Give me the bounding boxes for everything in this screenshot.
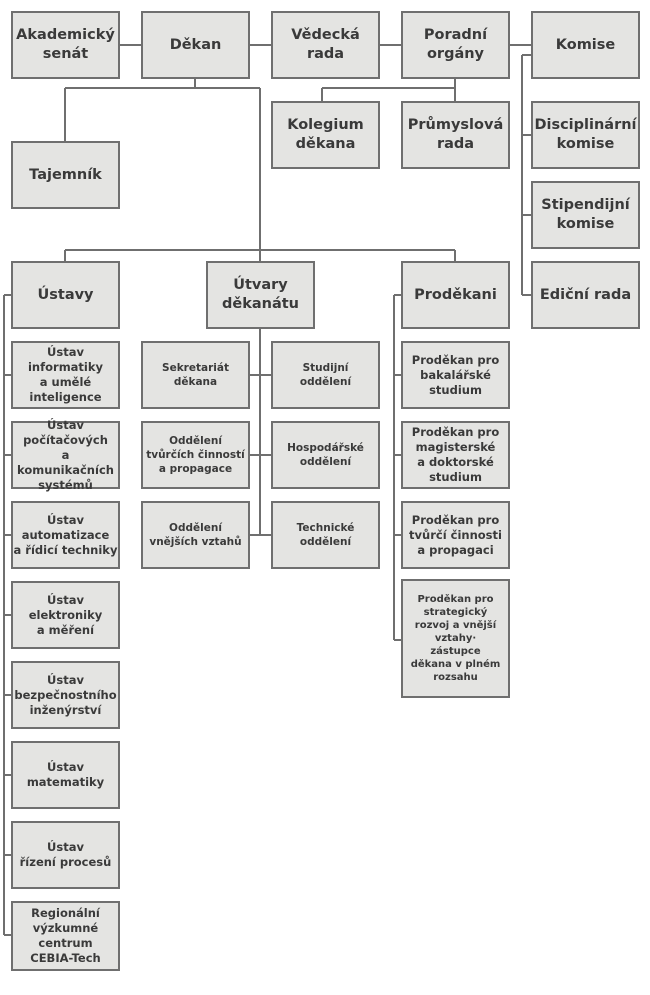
box-ustav: Ústav bezpečnostního inženýrství [11,661,120,729]
box-ustav: Regionální výzkumné centrum CEBIA-Tech [11,901,120,971]
box-utvar: Oddělení vnějších vztahů [141,501,250,569]
box-prodekan: Proděkan pro tvůrčí činnosti a propagaci [401,501,510,569]
box-prodekan: Proděkan pro magisterské a doktorské stu… [401,421,510,489]
box-ustav: Ústav elektroniky a měření [11,581,120,649]
box-utvar: Hospodářské oddělení [271,421,380,489]
box-utvar: Oddělení tvůrčích činností a propagace [141,421,250,489]
box-kolegium-dekana: Kolegium děkana [271,101,380,169]
box-ustav: Ústav počítačových a komunikačních systé… [11,418,120,492]
box-vedecka-rada: Vědecká rada [271,11,380,79]
box-akademicky-senat: Akademický senát [11,11,120,79]
box-prodekani: Proděkani [401,261,510,329]
box-poradni-organy: Poradní orgány [401,11,510,79]
box-edicni-rada: Ediční rada [531,261,640,329]
box-prodekan: Proděkan pro bakalářské studium [401,341,510,409]
box-utvar: Technické oddělení [271,501,380,569]
box-ustav: Ústav automatizace a řídicí techniky [11,501,120,569]
box-ustav: Ústav řízení procesů [11,821,120,889]
box-ustav: Ústav matematiky [11,741,120,809]
box-utvary-dekanatu: Útvary děkanátu [206,261,315,329]
box-utvar: Studijní oddělení [271,341,380,409]
box-utvar: Sekretariát děkana [141,341,250,409]
box-disciplinarni-komise: Disciplinární komise [531,101,640,169]
box-ustavy: Ústavy [11,261,120,329]
connectors [3,44,531,936]
box-prumyslova-rada: Průmyslová rada [401,101,510,169]
box-komise: Komise [531,11,640,79]
box-prodekan: Proděkan pro strategický rozvoj a vnější… [401,579,510,698]
box-stipendijni-komise: Stipendijní komise [531,181,640,249]
box-dekan: Děkan [141,11,250,79]
box-ustav: Ústav informatiky a umělé inteligence [11,341,120,409]
box-tajemnik: Tajemník [11,141,120,209]
